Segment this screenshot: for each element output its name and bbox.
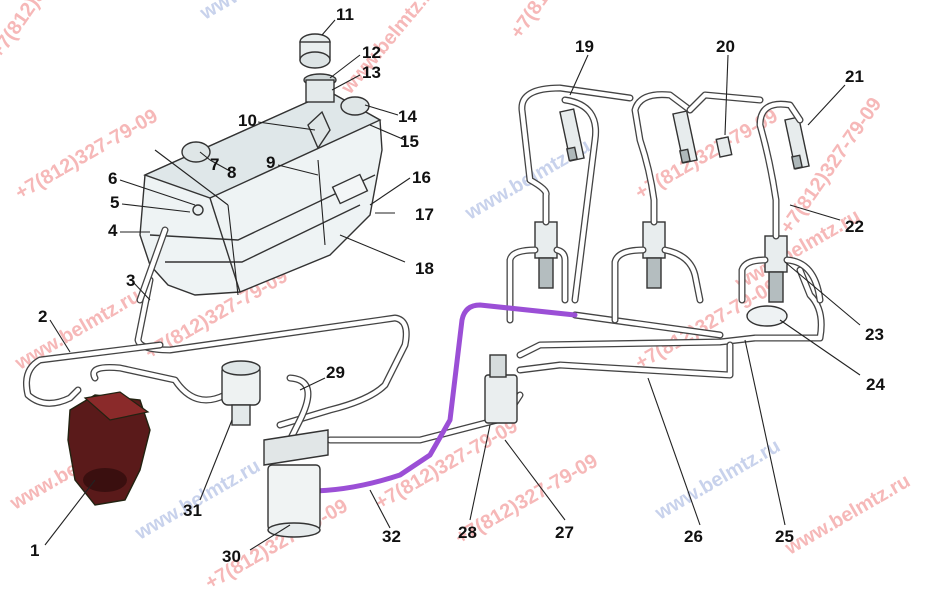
watermark-site: www.belmtz.ru [11, 285, 144, 375]
callout-number: 28 [458, 523, 477, 542]
coarse-fuel-filter [67, 391, 151, 506]
watermark-site: www.belmtz.ru [651, 435, 784, 525]
watermark-phone: +7(812)327-79-09 [776, 94, 886, 238]
callout-number: 8 [227, 163, 236, 182]
watermark-site: www.belmtz.ru [781, 470, 914, 560]
callout-number: 14 [398, 107, 417, 126]
callout-number: 7 [210, 155, 219, 174]
filler-cap [181, 33, 370, 216]
injectors [559, 108, 810, 170]
callout-number: 5 [110, 193, 119, 212]
watermark-site: www.belmtz.ru [196, 0, 329, 25]
callout-labels: 1 2 3 4 5 6 7 8 9 10 11 12 13 14 15 16 1… [30, 5, 885, 566]
callout-number: 13 [362, 63, 381, 82]
injector [559, 108, 585, 162]
fuel-priming-pump [221, 360, 261, 426]
callout-number: 30 [222, 547, 241, 566]
callout-number: 22 [845, 217, 864, 236]
callout-number: 21 [845, 67, 864, 86]
watermark-phone: +7(812)327-79-09 [0, 0, 96, 63]
callout-number: 29 [326, 363, 345, 382]
callout-number: 18 [415, 259, 434, 278]
injector [784, 116, 810, 170]
callout-number: 10 [238, 111, 257, 130]
callout-number: 6 [108, 169, 117, 188]
callout-number: 1 [30, 541, 39, 560]
fuel-lines [23, 84, 825, 444]
tank-straps [154, 149, 326, 296]
callout-number: 2 [38, 307, 47, 326]
callout-number: 16 [412, 168, 431, 187]
callout-number: 4 [108, 221, 118, 240]
watermark-site: www.belmtz.ru [131, 455, 264, 545]
callout-number: 25 [775, 527, 794, 546]
callout-number: 9 [266, 153, 275, 172]
callout-number: 31 [183, 501, 202, 520]
injector [672, 110, 698, 164]
fine-fuel-filter [263, 429, 329, 538]
callout-number: 3 [126, 271, 135, 290]
highlighted-fuel-pipe [269, 302, 578, 494]
callout-number: 32 [382, 527, 401, 546]
callout-number: 12 [362, 43, 381, 62]
callout-number: 26 [684, 527, 703, 546]
callout-number: 24 [866, 375, 885, 394]
callout-number: 15 [400, 132, 419, 151]
fuel-valve [484, 354, 518, 424]
watermark-phone: +7(812)327-79-09 [12, 105, 162, 204]
callout-number: 23 [865, 325, 884, 344]
injector-loose [715, 136, 733, 158]
callout-number: 17 [415, 205, 434, 224]
leader-lines [44, 19, 861, 551]
callout-number: 19 [575, 37, 594, 56]
watermark-phone: +7(812)327-79-09 [506, 0, 616, 43]
callout-number: 20 [716, 37, 735, 56]
callout-number: 27 [555, 523, 574, 542]
callout-number: 11 [336, 5, 354, 24]
